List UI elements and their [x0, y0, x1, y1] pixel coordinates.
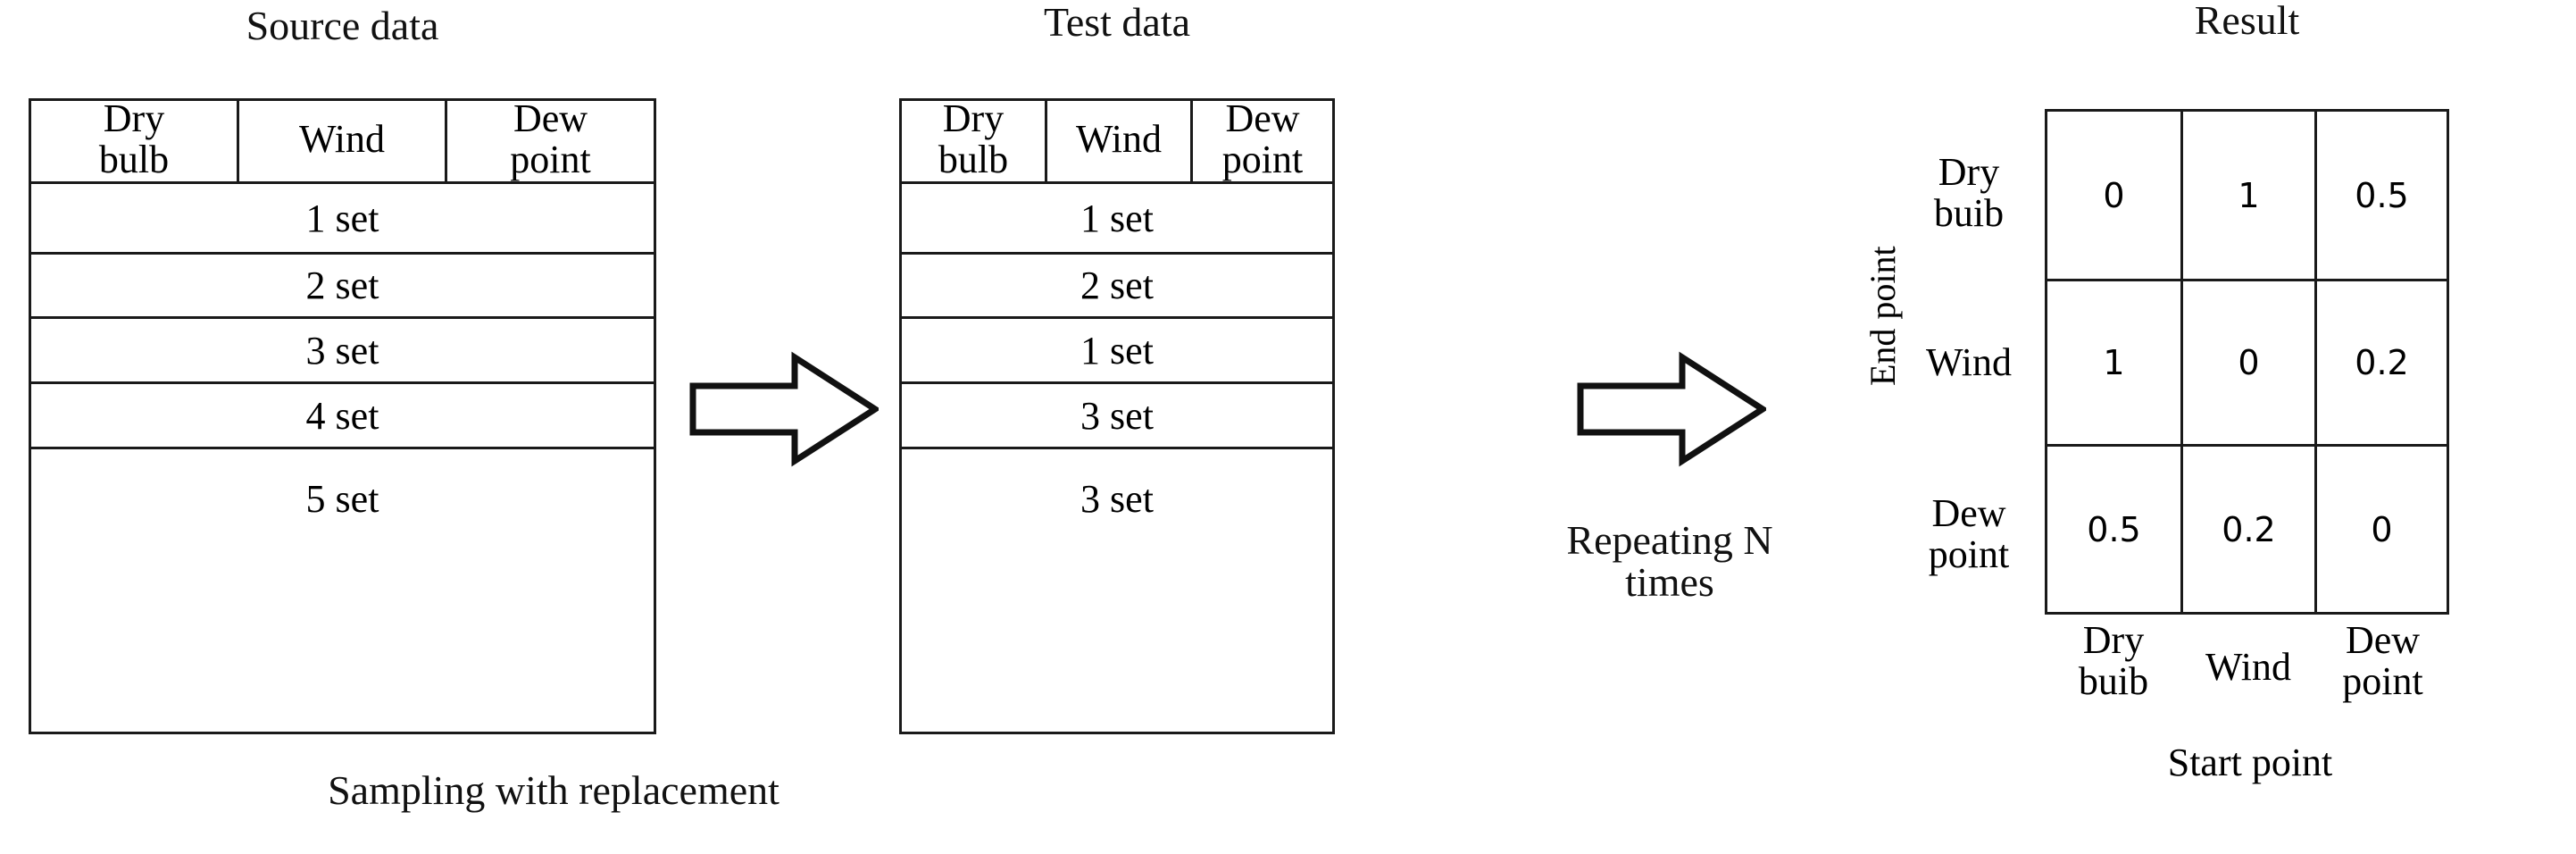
source-data-title: Source data	[246, 3, 439, 48]
repeating-n-times-caption: Repeating N times	[1509, 517, 1830, 605]
result-col-label-dry-buib-line2: buib	[2078, 658, 2149, 703]
result-matrix-cell: 0	[2371, 509, 2393, 549]
test-header-wind-label: Wind	[1076, 117, 1162, 162]
result-matrix-cell: 0.5	[2317, 112, 2447, 281]
source-table-header-row: Dry bulb Wind Dew point	[31, 96, 654, 184]
source-header-dry-bulb-line2: bulb	[98, 138, 170, 181]
result-row-label-dew-point-line1: Dew	[1931, 491, 2006, 535]
result-row-label-dew-point: Dew point	[1902, 493, 2036, 575]
source-table-row: 4 set	[31, 384, 654, 449]
result-col-label-wind: Wind	[2181, 647, 2315, 688]
result-matrix-cell: 0.2	[2317, 281, 2447, 447]
source-header-dew-point: Dew point	[447, 96, 654, 181]
test-table-row: 1 set	[902, 319, 1332, 384]
test-header-dry-bulb-line2: bulb	[938, 138, 1009, 181]
result-col-label-dry-buib-line1: Dry	[2082, 618, 2145, 662]
test-table-header-row: Dry bulb Wind Dew point	[902, 96, 1332, 184]
result-col-label-dew-point-line1: Dew	[2345, 618, 2421, 662]
source-table-row: 3 set	[31, 319, 654, 384]
source-header-dew-point-line1: Dew	[513, 96, 588, 141]
result-row-label-dew-point-line2: point	[1928, 532, 2010, 576]
source-header-dry-bulb-line1: Dry	[103, 96, 165, 141]
repeating-n-times-line2: times	[1625, 558, 1714, 605]
result-matrix-cell: 1	[2047, 281, 2183, 447]
result-row-label-wind: Wind	[1902, 342, 2036, 383]
result-matrix-cell: 0.2	[2183, 447, 2317, 612]
source-table-row: 5 set	[305, 476, 379, 521]
test-header-wind: Wind	[1047, 101, 1193, 181]
test-data-title: Test data	[1043, 0, 1191, 45]
repeating-arrow-icon	[1577, 347, 1766, 472]
source-header-dry-bulb: Dry bulb	[31, 96, 239, 181]
result-col-label-wind-line1: Wind	[2205, 645, 2291, 689]
sampling-arrow-icon	[689, 347, 879, 472]
start-point-axis-label: Start point	[2167, 741, 2333, 784]
result-matrix-cell: 0	[2183, 281, 2317, 447]
result-matrix-cell: 0	[2047, 112, 2183, 281]
result-col-label-dry-buib: Dry buib	[2046, 620, 2181, 702]
source-header-dew-point-line2: point	[510, 138, 591, 181]
repeating-n-times-line1: Repeating N	[1566, 517, 1773, 563]
result-matrix-cell: 1	[2183, 112, 2317, 281]
result-row-label-dry-buib-line2: buib	[1933, 190, 2005, 235]
result-title: Result	[2194, 0, 2300, 43]
test-table-row: 1 set	[902, 184, 1332, 255]
test-table-row: 3 set	[1080, 476, 1154, 521]
test-header-dew-point: Dew point	[1193, 96, 1332, 181]
source-table-row: 2 set	[31, 255, 654, 319]
source-data-table: Dry bulb Wind Dew point 1 set 2 set 3 se…	[29, 98, 656, 734]
test-table-row: 2 set	[902, 255, 1332, 319]
result-row-label-wind-line1: Wind	[1926, 340, 2012, 384]
result-row-label-dry-buib-line1: Dry	[1938, 150, 2000, 194]
result-col-label-dew-point: Dew point	[2315, 620, 2450, 702]
result-row-label-dry-buib: Dry buib	[1902, 152, 2036, 234]
test-data-table: Dry bulb Wind Dew point 1 set 2 set 1 se…	[899, 98, 1335, 734]
test-header-dry-bulb: Dry bulb	[902, 96, 1047, 181]
result-col-label-dew-point-line2: point	[2342, 658, 2423, 703]
test-header-dew-point-line1: Dew	[1225, 96, 1300, 141]
source-header-wind: Wind	[239, 101, 447, 181]
result-matrix: 0 1 0.5 1 0 0.2 0.5 0.2 0	[2045, 109, 2449, 615]
source-table-row: 1 set	[31, 184, 654, 255]
result-matrix-cell: 0.5	[2047, 447, 2183, 612]
test-header-dew-point-line2: point	[1221, 138, 1304, 181]
source-header-wind-label: Wind	[299, 117, 385, 162]
sampling-with-replacement-caption: Sampling with replacement	[328, 767, 779, 813]
end-point-axis-label: End point	[1863, 246, 1903, 386]
test-table-row: 3 set	[902, 384, 1332, 449]
test-header-dry-bulb-line1: Dry	[942, 96, 1005, 141]
